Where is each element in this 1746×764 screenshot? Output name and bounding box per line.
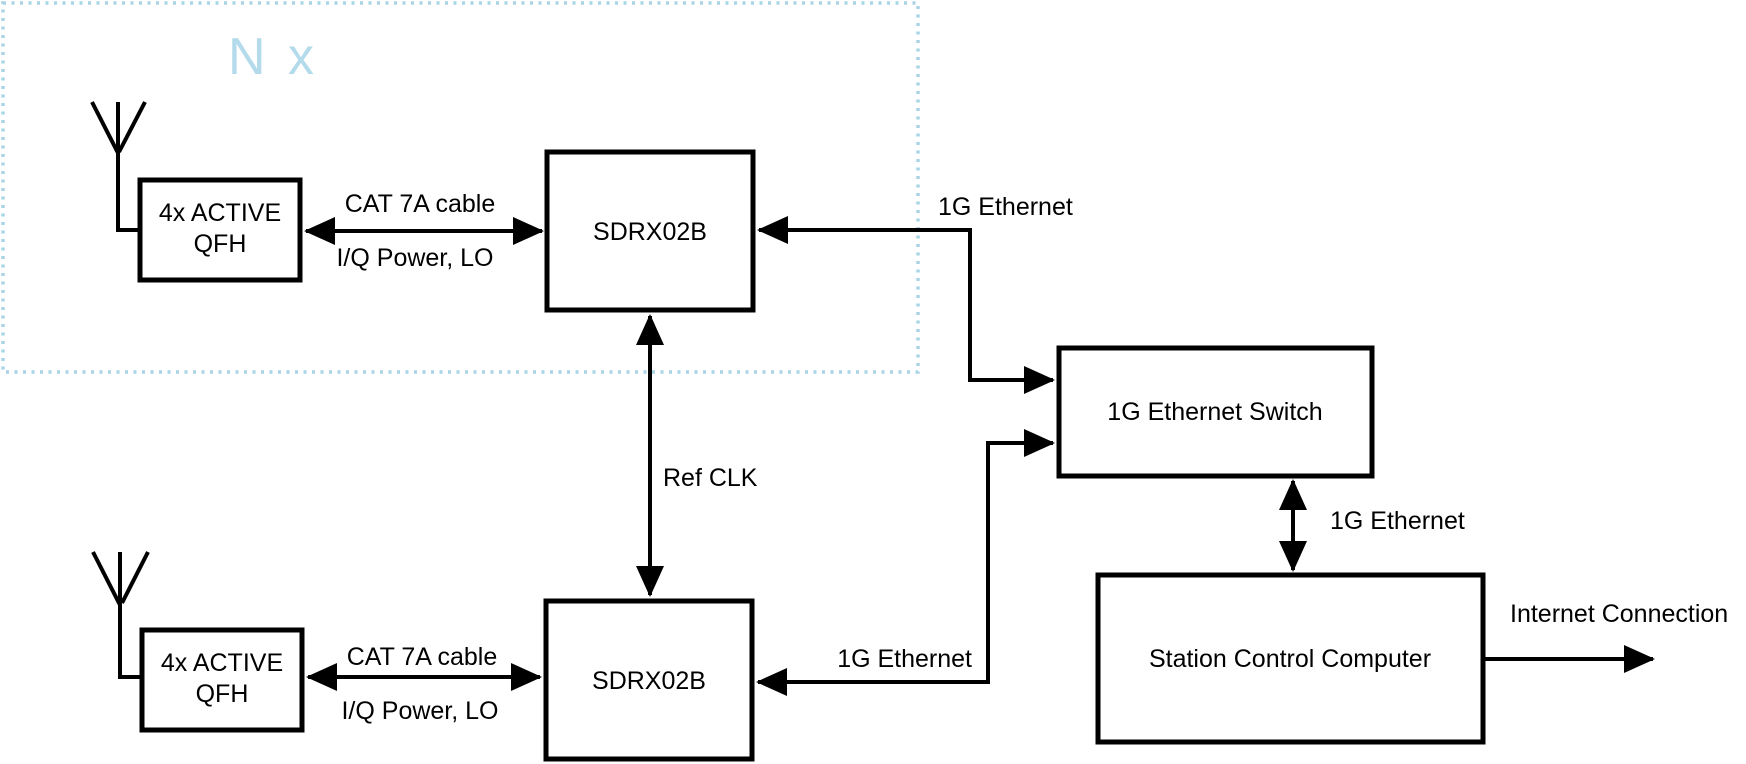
iq-power-bottom-label: I/Q Power, LO bbox=[341, 697, 498, 725]
ethernet-switch-pc-label: 1G Ethernet bbox=[1330, 507, 1465, 535]
station-computer-label: Station Control Computer bbox=[1149, 645, 1431, 673]
replicated-group-label: N x bbox=[228, 28, 318, 86]
station-computer-box bbox=[1095, 572, 1486, 745]
qfh-box-top bbox=[137, 177, 303, 283]
qfh-bottom-label-line1: 4x ACTIVE bbox=[161, 649, 283, 677]
sdrx-box-bottom bbox=[543, 598, 755, 762]
antenna-right-arm bbox=[117, 101, 147, 153]
internet-label: Internet Connection bbox=[1510, 600, 1728, 628]
qfh-top-label-line2: QFH bbox=[194, 230, 247, 258]
replicated-group-dashed-box bbox=[1, 1, 920, 374]
antenna-icon-top bbox=[90, 101, 147, 232]
ethernet-switch-label: 1G Ethernet Switch bbox=[1107, 398, 1322, 426]
sdrx-bottom-label: SDRX02B bbox=[592, 667, 706, 695]
sdrx-top-label: SDRX02B bbox=[593, 218, 707, 246]
antenna-left-arm bbox=[90, 101, 120, 154]
antenna-mast bbox=[116, 102, 140, 232]
qfh-top-label-line1: 4x ACTIVE bbox=[159, 199, 281, 227]
qfh-bottom-label-line2: QFH bbox=[196, 680, 249, 708]
ethernet-wire-bottom bbox=[756, 429, 1055, 696]
cat7a-bottom-label: CAT 7A cable bbox=[347, 643, 498, 671]
sdrx-box-top bbox=[544, 149, 756, 313]
antenna-left-arm bbox=[91, 551, 122, 606]
ethernet-wire-top bbox=[757, 216, 1055, 394]
antenna-icon-bottom bbox=[91, 551, 150, 679]
ethernet-bottom-label: 1G Ethernet bbox=[837, 645, 972, 673]
ref-clk-label: Ref CLK bbox=[663, 464, 758, 492]
cat7a-top-label: CAT 7A cable bbox=[345, 190, 496, 218]
antenna-right-arm bbox=[120, 551, 150, 604]
antenna-mast bbox=[118, 552, 142, 679]
ethernet-top-label: 1G Ethernet bbox=[938, 193, 1073, 221]
qfh-box-bottom bbox=[139, 627, 305, 733]
iq-power-top-label: I/Q Power, LO bbox=[336, 244, 493, 272]
ethernet-switch-box bbox=[1056, 345, 1375, 479]
